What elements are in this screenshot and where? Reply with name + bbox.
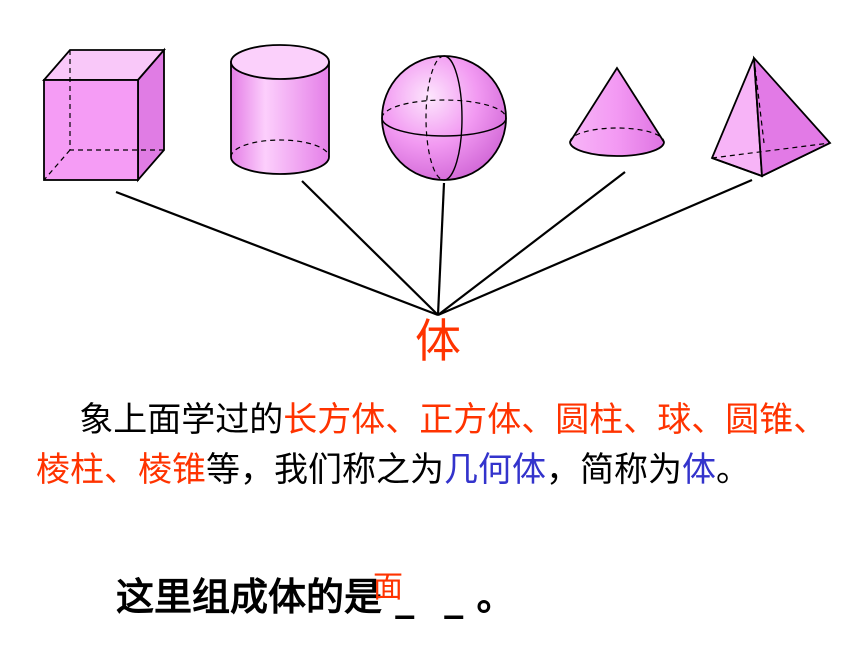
connector-lines (115, 171, 753, 317)
connector-line (437, 171, 626, 316)
question-line: 这里组成体的是 _ _ 。 (116, 566, 514, 621)
paragraph-text-1: 象上面学过的 (79, 400, 284, 440)
solids-diagram (42, 44, 832, 317)
question-text: 这里组成体的是 (116, 575, 383, 619)
sphere-icon (381, 55, 507, 181)
paragraph-geometric-solid: 几何体 (444, 450, 546, 490)
question-blank: _ (382, 575, 415, 619)
description-paragraph: 象上面学过的长方体、正方体、圆柱、球、圆锥、棱柱、棱锥等，我们称之为几何体，简称… (36, 395, 856, 495)
cube-icon (42, 47, 166, 183)
cylinder-icon (230, 44, 330, 175)
answer-text: 面 (373, 570, 403, 605)
connector-line (301, 180, 439, 316)
cone-icon (569, 66, 665, 157)
question-blank-end: _ 。 (444, 575, 515, 619)
paragraph-text-3: ，简称为 (546, 450, 682, 490)
connector-line (436, 182, 446, 316)
center-label-solid: 体 (415, 314, 461, 368)
paragraph-text-2: 等，我们称之为 (206, 450, 444, 490)
pyramid-icon (710, 55, 832, 178)
paragraph-period: 。 (716, 450, 750, 490)
connector-line (437, 178, 753, 317)
paragraph-indent (36, 400, 79, 440)
connector-line (115, 190, 439, 317)
paragraph-solids-list: 长方体、正方体、圆柱、球、圆锥、棱柱、棱锥 (36, 400, 828, 490)
paragraph-solid-short: 体 (682, 450, 716, 490)
